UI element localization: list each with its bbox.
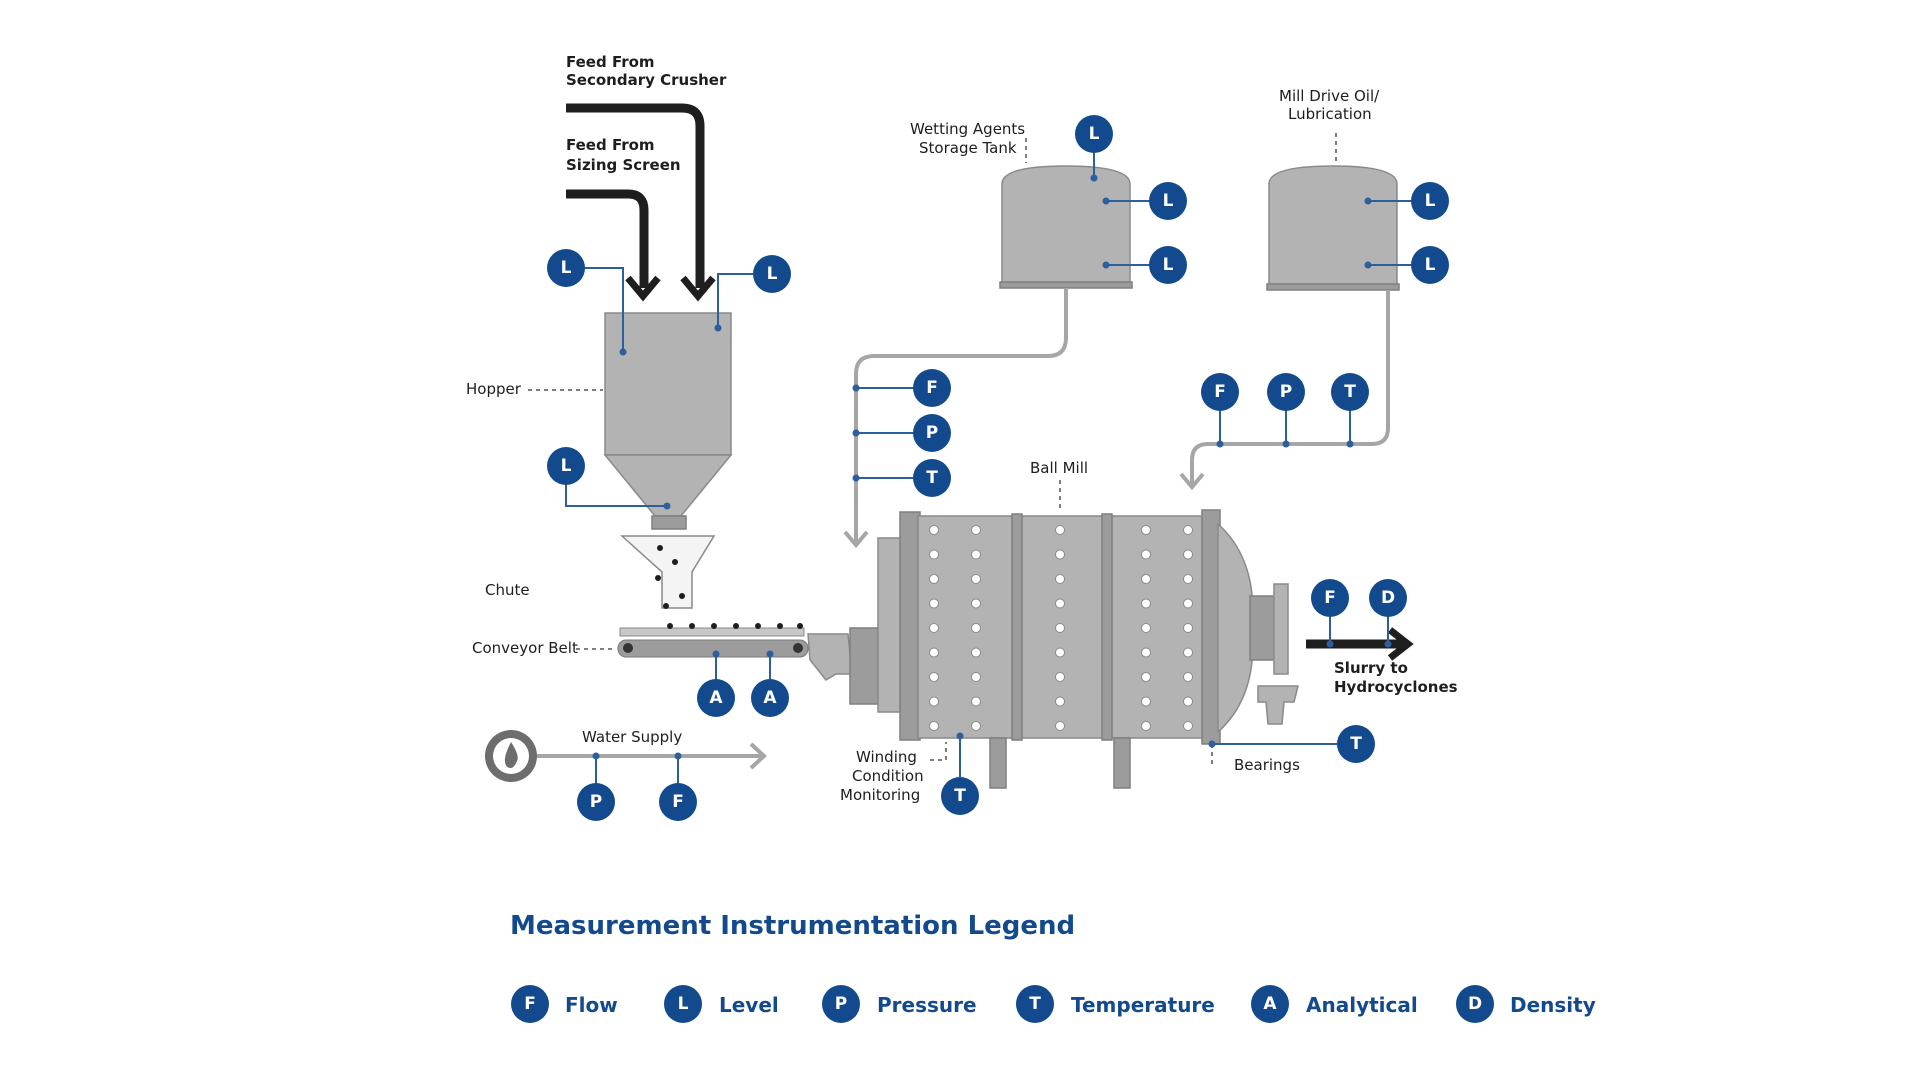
svg-text:P: P <box>1280 382 1292 402</box>
legend-item-level: L Level <box>664 985 779 1023</box>
svg-text:L: L <box>767 264 778 284</box>
winding-label-3: Monitoring <box>840 786 920 804</box>
svg-text:F: F <box>1214 382 1226 402</box>
svg-text:L: L <box>561 456 572 476</box>
legend-title: Measurement Instrumentation Legend <box>510 911 1075 941</box>
wetting-level-badge-upper: L <box>1149 182 1187 220</box>
conveyor-belt <box>617 623 809 658</box>
water-flow-badge: F <box>659 783 697 821</box>
winding-label-1: Winding <box>856 748 917 766</box>
oil-level-badge-lower: L <box>1411 246 1449 284</box>
wetting-temperature-badge: T <box>913 459 951 497</box>
mill-shell-holes <box>929 525 1193 731</box>
svg-text:F: F <box>1324 588 1336 608</box>
conveyor-analytical-badge-1: A <box>697 679 735 717</box>
svg-text:P: P <box>835 994 847 1014</box>
feed-pipes <box>566 103 716 302</box>
legend-item-flow: F Flow <box>511 985 618 1023</box>
svg-text:F: F <box>672 792 684 812</box>
svg-text:L: L <box>1163 191 1174 211</box>
hopper-level-badge-left: L <box>547 249 585 287</box>
water-pressure-badge: P <box>577 783 615 821</box>
bearings-label: Bearings <box>1234 756 1300 774</box>
winding-label-2: Condition <box>852 767 924 785</box>
wetting-level-badge-lower: L <box>1149 246 1187 284</box>
feed-screen-label-2: Sizing Screen <box>566 156 681 174</box>
bearings-temperature-badge: T <box>1337 725 1375 763</box>
hopper <box>603 312 733 530</box>
legend-label-level: Level <box>719 993 779 1017</box>
svg-text:F: F <box>524 994 536 1014</box>
svg-text:A: A <box>1263 994 1277 1014</box>
oil-label-2: Lubrication <box>1288 105 1372 123</box>
svg-text:T: T <box>926 468 938 488</box>
water-supply <box>485 730 767 782</box>
feed-crusher-label-1: Feed From <box>566 53 655 71</box>
chute-label: Chute <box>485 581 530 599</box>
feed-screen-label-1: Feed From <box>566 136 655 154</box>
connection-dots <box>592 174 1392 760</box>
legend-item-analytical: A Analytical <box>1251 985 1418 1023</box>
winding-temperature-badge: T <box>941 777 979 815</box>
legend-label-flow: Flow <box>565 993 618 1017</box>
chute <box>620 535 716 609</box>
feed-crusher-label-2: Secondary Crusher <box>566 71 727 89</box>
ball-mill <box>807 509 1299 789</box>
wetting-pressure-badge: P <box>913 414 951 452</box>
svg-text:L: L <box>678 994 689 1014</box>
svg-text:D: D <box>1468 994 1482 1014</box>
svg-text:T: T <box>1029 994 1041 1014</box>
oil-temperature-badge: T <box>1331 373 1369 411</box>
svg-text:D: D <box>1381 588 1395 608</box>
legend-item-temperature: T Temperature <box>1016 985 1215 1023</box>
wetting-label-1: Wetting Agents <box>910 120 1025 138</box>
legend-label-analytical: Analytical <box>1306 993 1418 1017</box>
legend-label-density: Density <box>1510 993 1596 1017</box>
svg-text:L: L <box>1425 191 1436 211</box>
legend-label-pressure: Pressure <box>877 993 977 1017</box>
svg-text:T: T <box>1350 734 1362 754</box>
svg-text:A: A <box>709 688 723 708</box>
slurry-density-badge: D <box>1369 579 1407 617</box>
hopper-label: Hopper <box>466 380 522 398</box>
slurry-label-2: Hydrocyclones <box>1334 678 1458 696</box>
svg-text:T: T <box>954 786 966 806</box>
svg-text:L: L <box>1163 255 1174 275</box>
slurry-outlet <box>1306 627 1414 661</box>
svg-text:A: A <box>763 688 777 708</box>
slurry-label-1: Slurry to <box>1334 659 1408 677</box>
conveyor-analytical-badge-2: A <box>751 679 789 717</box>
legend-item-pressure: P Pressure <box>822 985 977 1023</box>
svg-text:L: L <box>561 258 572 278</box>
oil-level-badge-upper: L <box>1411 182 1449 220</box>
wetting-tank <box>843 165 1133 549</box>
wetting-label-2: Storage Tank <box>919 139 1017 157</box>
wetting-level-badge-top: L <box>1075 115 1113 153</box>
legend: F Flow L Level P Pressure T Temperature … <box>511 985 1596 1023</box>
svg-text:P: P <box>590 792 602 812</box>
slurry-flow-badge: F <box>1311 579 1349 617</box>
oil-pressure-badge: P <box>1267 373 1305 411</box>
conveyor-label: Conveyor Belt <box>472 639 578 657</box>
wetting-flow-badge: F <box>913 369 951 407</box>
legend-label-temperature: Temperature <box>1071 993 1215 1017</box>
svg-text:L: L <box>1425 255 1436 275</box>
hopper-level-badge-bottom: L <box>547 447 585 485</box>
oil-flow-badge: F <box>1201 373 1239 411</box>
oil-label-1: Mill Drive Oil/ <box>1279 87 1380 105</box>
water-label: Water Supply <box>582 728 682 746</box>
svg-text:F: F <box>926 378 938 398</box>
hopper-level-badge-right: L <box>753 255 791 293</box>
svg-text:T: T <box>1344 382 1356 402</box>
oil-tank <box>1179 165 1400 491</box>
svg-text:L: L <box>1089 124 1100 144</box>
legend-item-density: D Density <box>1456 985 1596 1023</box>
svg-text:P: P <box>926 423 938 443</box>
ball-mill-label: Ball Mill <box>1030 459 1088 477</box>
winding-label-leader <box>930 742 947 761</box>
